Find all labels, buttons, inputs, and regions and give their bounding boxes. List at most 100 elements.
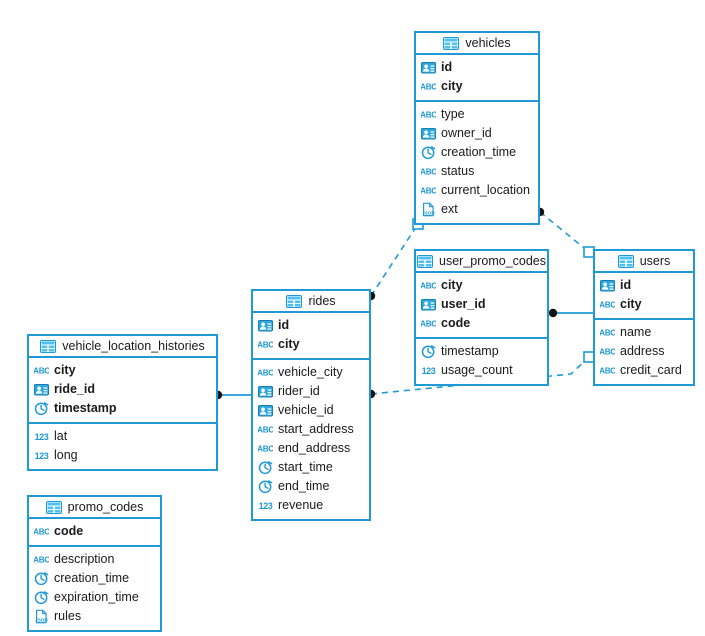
abc-icon: ABC <box>421 187 436 196</box>
relationship-vlh-rides[interactable] <box>213 390 251 400</box>
field-row-code[interactable]: ABC code <box>29 522 160 541</box>
field-row-rider_id[interactable]: rider_id <box>253 382 369 401</box>
field-row-creation_time[interactable]: creation_time <box>416 143 538 162</box>
field-label: code <box>54 524 84 539</box>
field-row-expiration_time[interactable]: expiration_time <box>29 588 160 607</box>
clock-icon <box>34 402 49 416</box>
svg-text:ABC: ABC <box>421 83 436 92</box>
field-label: lat <box>54 429 68 444</box>
clock-icon <box>258 461 273 475</box>
field-label: timestamp <box>54 401 117 416</box>
svg-text:ABC: ABC <box>34 528 49 537</box>
json-file-icon: JSON <box>422 202 435 217</box>
field-row-user_id[interactable]: user_id <box>416 295 547 314</box>
field-row-vehicle_id[interactable]: vehicle_id <box>253 401 369 420</box>
id-card-icon <box>600 280 615 292</box>
entity-header-vehicle_location_histories[interactable]: vehicle_location_histories <box>29 336 216 358</box>
123-icon: 123 <box>35 432 49 442</box>
entity-header-vehicles[interactable]: vehicles <box>416 33 538 55</box>
svg-text:ABC: ABC <box>600 329 615 338</box>
svg-text:ABC: ABC <box>421 320 436 329</box>
field-label: city <box>441 278 463 293</box>
abc-icon: ABC <box>600 367 615 376</box>
field-row-current_location[interactable]: ABC current_location <box>416 181 538 200</box>
entity-header-users[interactable]: users <box>595 251 693 273</box>
abc-icon: ABC <box>34 367 49 376</box>
field-row-vehicle_city[interactable]: ABC vehicle_city <box>253 363 369 382</box>
entity-header-rides[interactable]: rides <box>253 291 369 313</box>
id-card-icon <box>258 320 273 332</box>
abc-icon: ABC <box>421 83 436 92</box>
123-icon: 123 <box>259 501 273 511</box>
field-row-end_time[interactable]: end_time <box>253 477 369 496</box>
field-row-owner_id[interactable]: owner_id <box>416 124 538 143</box>
clock-icon <box>258 480 273 494</box>
entity-title: users <box>639 253 671 268</box>
field-label: creation_time <box>441 145 517 160</box>
field-row-start_time[interactable]: start_time <box>253 458 369 477</box>
relationship-upc-users[interactable] <box>548 308 593 318</box>
table-grid-icon <box>286 294 303 308</box>
field-label: creation_time <box>54 571 130 586</box>
field-row-city[interactable]: ABC city <box>416 77 538 96</box>
field-label: vehicle_city <box>278 365 343 380</box>
field-label: end_time <box>278 479 330 494</box>
field-row-timestamp[interactable]: timestamp <box>29 399 216 418</box>
table-grid-icon <box>40 339 57 353</box>
svg-text:ABC: ABC <box>421 111 436 120</box>
table-grid-icon <box>417 254 433 268</box>
svg-text:ABC: ABC <box>258 369 273 378</box>
svg-text:JSON: JSON <box>422 211 435 216</box>
entity-header-user_promo_codes[interactable]: user_promo_codes <box>416 251 547 273</box>
field-label: type <box>441 107 465 122</box>
field-row-id[interactable]: id <box>253 316 369 335</box>
field-row-id[interactable]: id <box>416 58 538 77</box>
field-row-type[interactable]: ABC type <box>416 105 538 124</box>
field-label: description <box>54 552 115 567</box>
clock-icon <box>421 146 436 160</box>
field-row-timestamp[interactable]: timestamp <box>416 342 547 361</box>
entity-title: promo_codes <box>67 499 144 514</box>
field-label: rider_id <box>278 384 320 399</box>
svg-text:ABC: ABC <box>600 301 615 310</box>
json-file-icon: JSON <box>35 609 48 624</box>
entity-title: vehicle_location_histories <box>62 338 205 353</box>
field-row-lat[interactable]: 123 lat <box>29 427 216 446</box>
field-label: current_location <box>441 183 530 198</box>
field-row-id[interactable]: id <box>595 276 693 295</box>
field-row-ride_id[interactable]: ride_id <box>29 380 216 399</box>
field-row-creation_time[interactable]: creation_time <box>29 569 160 588</box>
field-label: city <box>441 79 463 94</box>
table-grid-icon <box>617 254 634 268</box>
entity-header-promo_codes[interactable]: promo_codes <box>29 497 160 519</box>
